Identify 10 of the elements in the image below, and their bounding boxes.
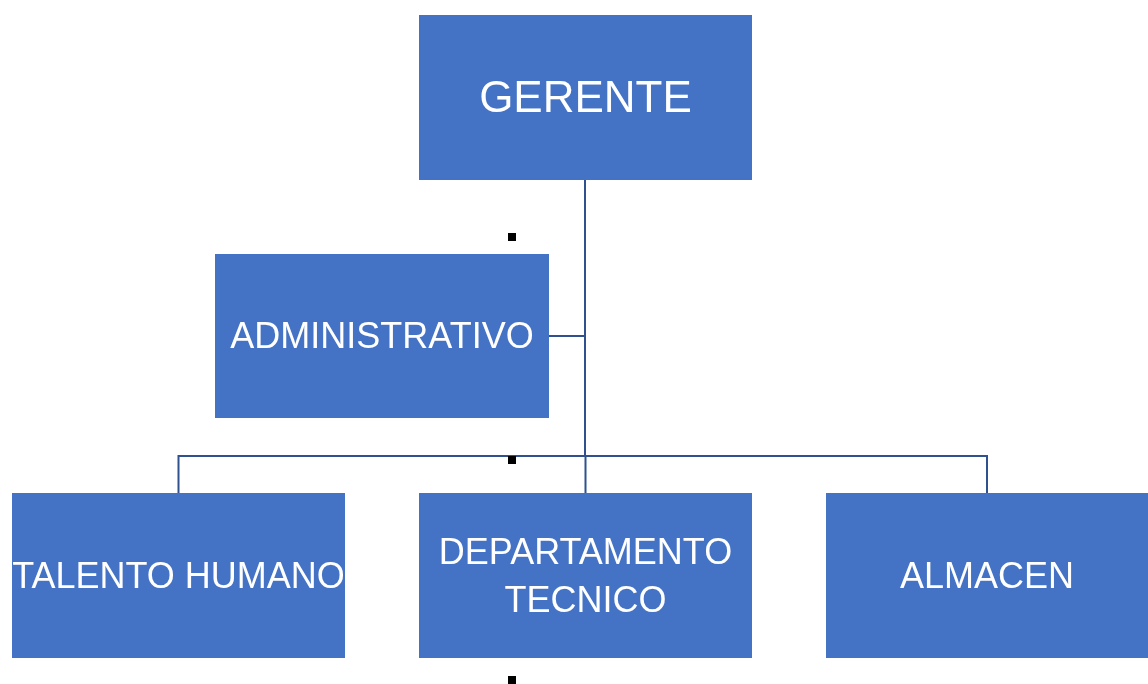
org-box — [215, 254, 549, 418]
org-box — [826, 493, 1148, 658]
box-label: ALMACEN — [899, 553, 1074, 598]
org-box — [419, 15, 752, 180]
box-label: GERENTE — [479, 71, 692, 124]
box-label: TALENTO HUMANO — [12, 553, 345, 598]
org-box — [419, 493, 752, 658]
org-box — [12, 493, 345, 658]
box-label: DEPARTAMENTO TECNICO — [437, 529, 734, 622]
box-label: ADMINISTRATIVO — [230, 314, 534, 359]
